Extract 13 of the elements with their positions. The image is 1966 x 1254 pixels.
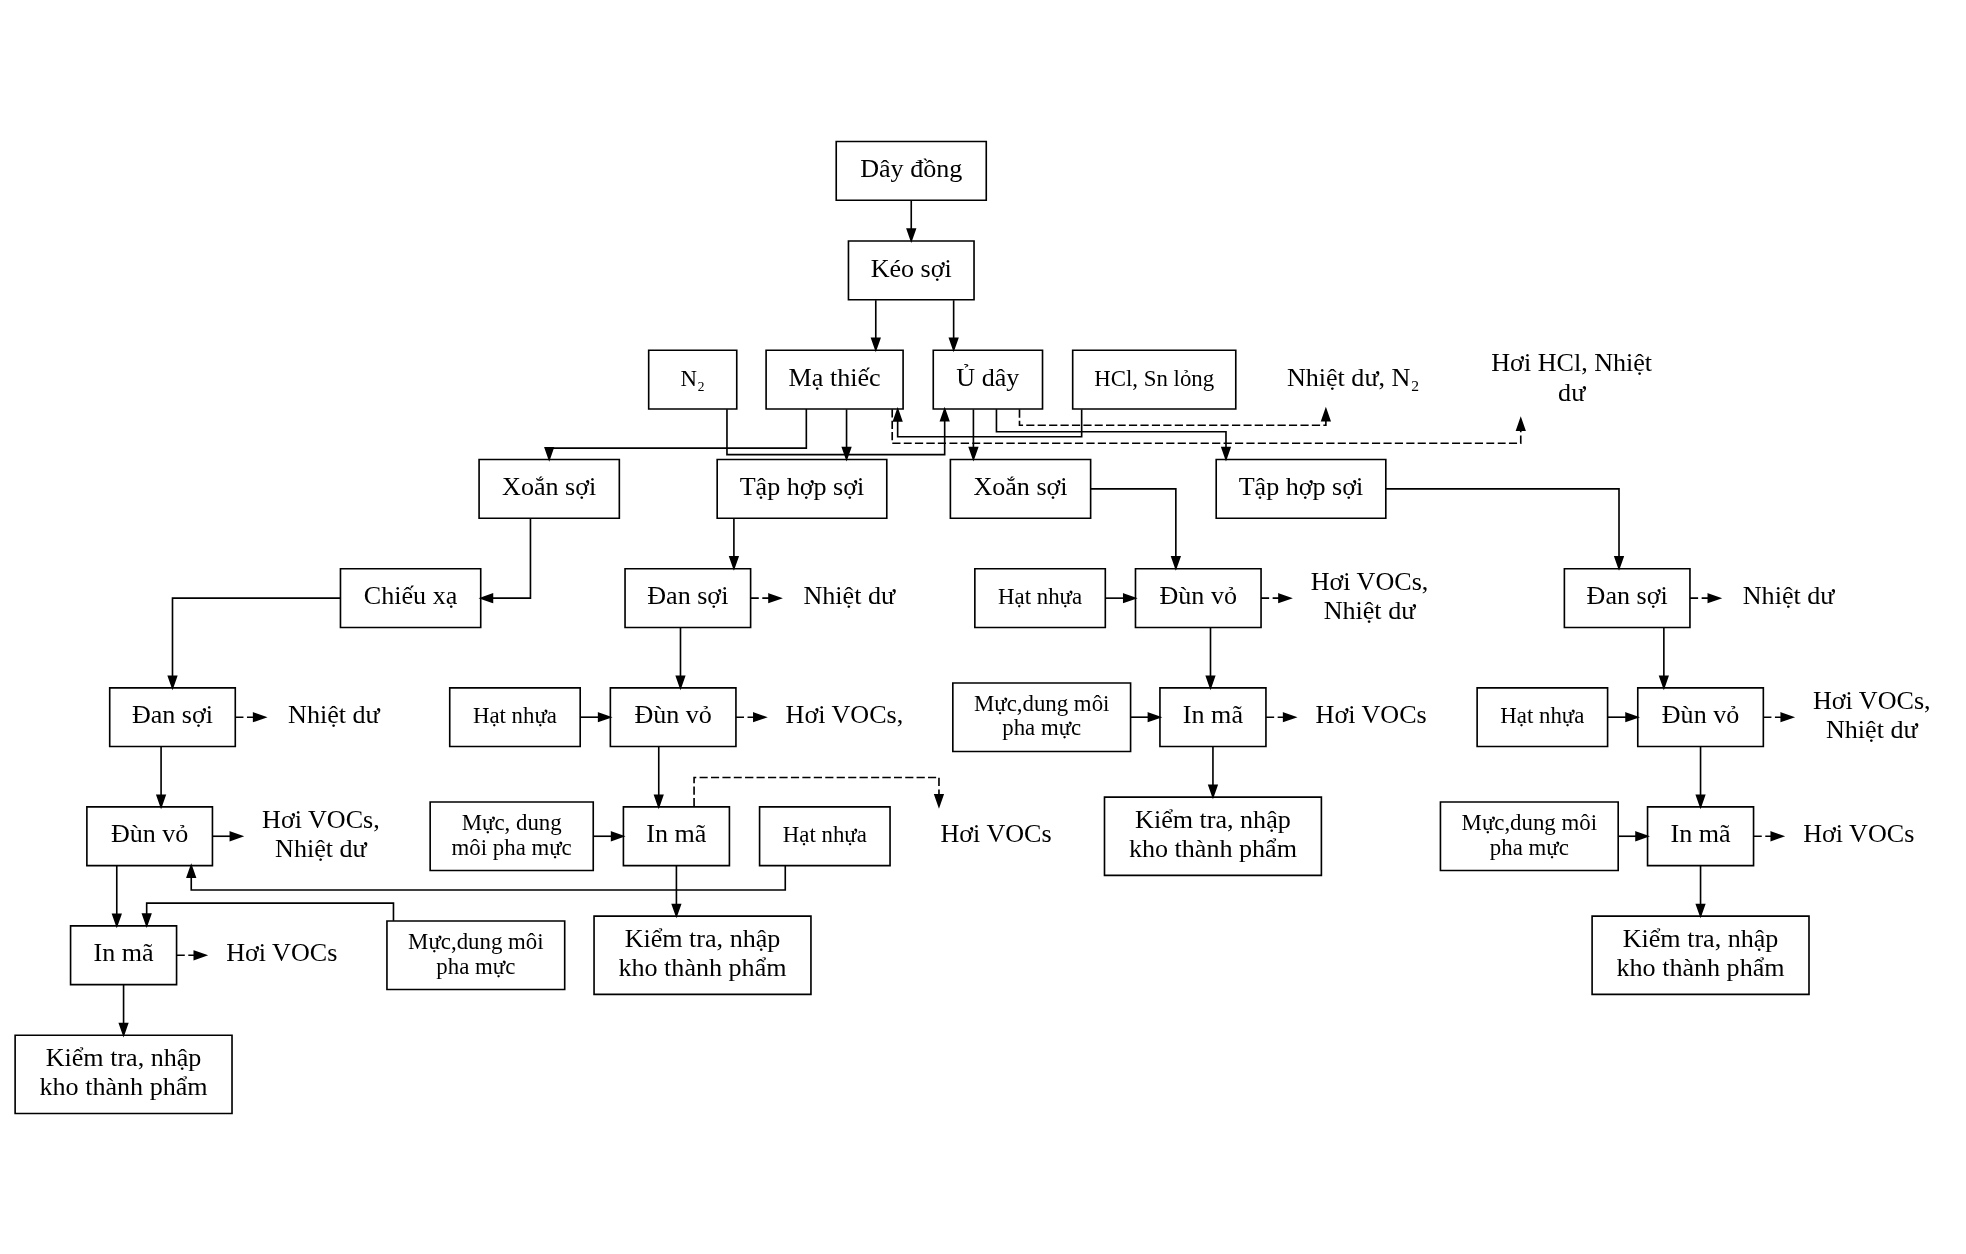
node-text: Nhiệt dư	[288, 699, 380, 729]
node-text: Hơi VOCs, Nhiệt dư	[262, 804, 380, 863]
node-text: Nhiệt dư	[803, 580, 896, 610]
node-text: Hơi HCl, Nhiệt dư	[1491, 347, 1653, 406]
node-text: Nhiệt dư	[1742, 580, 1835, 610]
node-text: Hơi VOCs, Nhiệt dư	[1310, 566, 1429, 625]
node-text: Hơi VOCs	[1803, 818, 1915, 848]
node-text: Hơi VOCs, Nhiệt dư	[1812, 685, 1931, 744]
node-text: Nhiệt dư, N₂	[1286, 362, 1420, 392]
node-text: Hơi VOCs	[1315, 699, 1427, 729]
node-text: Hơi VOCs	[226, 937, 338, 967]
node-text: Hơi VOCs	[940, 818, 1052, 848]
node-text: Hơi VOCs,	[785, 699, 904, 729]
